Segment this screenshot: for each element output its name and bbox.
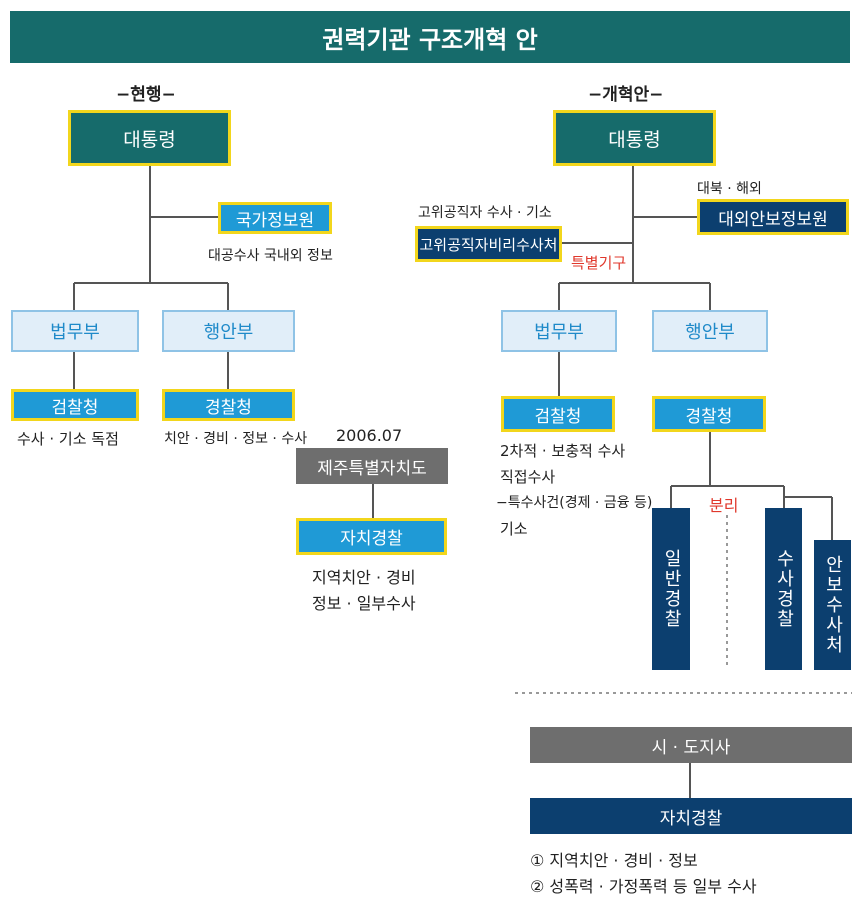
- diagram-title: 권력기관 구조개혁 안: [10, 11, 850, 63]
- reform-police-box: 경찰청: [652, 396, 766, 432]
- reform-prosecution-note-2: 직접수사: [500, 468, 556, 486]
- security-investigation-box: 안보수사처: [814, 540, 851, 670]
- reform-autonomous-note-2: ② 성폭력 · 가정폭력 등 일부 수사: [530, 877, 757, 896]
- current-police-box: 경찰청: [162, 389, 295, 421]
- reform-autonomous-police-box: 자치경찰: [530, 798, 852, 834]
- current-police-note: 치안 · 경비 · 정보 · 수사: [164, 431, 308, 447]
- reform-prosecution-note-3: −특수사건(경제 · 금융 등): [496, 495, 653, 511]
- current-prosecution-note: 수사 · 기소 독점: [17, 430, 119, 448]
- reform-cio-note: 고위공직자 수사 · 기소: [418, 205, 552, 221]
- local-governor-box: 시 · 도지사: [530, 727, 852, 763]
- current-prosecution-box: 검찰청: [11, 389, 139, 421]
- reform-prosecution-note-1: 2차적 · 보충적 수사: [500, 442, 626, 460]
- current-nis-note: 대공수사 국내외 정보: [208, 248, 333, 264]
- reform-special-label: 특별기구: [571, 254, 627, 272]
- current-nis-box: 국가정보원: [218, 202, 332, 234]
- reform-prosecution-box: 검찰청: [501, 396, 615, 432]
- reform-justice-box: 법무부: [501, 310, 617, 352]
- jeju-year: 2006.07: [336, 426, 403, 445]
- reform-foreign-note: 대북 · 해외: [697, 181, 762, 197]
- general-police-box: 일반경찰: [652, 508, 690, 670]
- current-president-box: 대통령: [68, 110, 231, 166]
- reform-section-label: −개혁안−: [588, 85, 664, 105]
- jeju-autonomous-police-box: 자치경찰: [296, 518, 447, 555]
- reform-split-label: 분리: [709, 496, 739, 515]
- reform-prosecution-note-4: 기소: [500, 520, 528, 538]
- jeju-province-box: 제주특별자치도: [296, 448, 448, 484]
- current-section-label: −현행−: [116, 85, 176, 105]
- investigation-police-box: 수사경찰: [765, 508, 802, 670]
- jeju-note-2: 정보 · 일부수사: [312, 594, 416, 613]
- reform-autonomous-note-1: ① 지역치안 · 경비 · 정보: [530, 851, 698, 870]
- jeju-note-1: 지역치안 · 경비: [312, 568, 416, 587]
- current-justice-box: 법무부: [11, 310, 139, 352]
- reform-cio-box: 고위공직자비리수사처: [415, 226, 562, 262]
- current-interior-box: 행안부: [162, 310, 295, 352]
- reform-interior-box: 행안부: [652, 310, 768, 352]
- reform-foreign-agency-box: 대외안보정보원: [697, 199, 849, 235]
- reform-president-box: 대통령: [553, 110, 716, 166]
